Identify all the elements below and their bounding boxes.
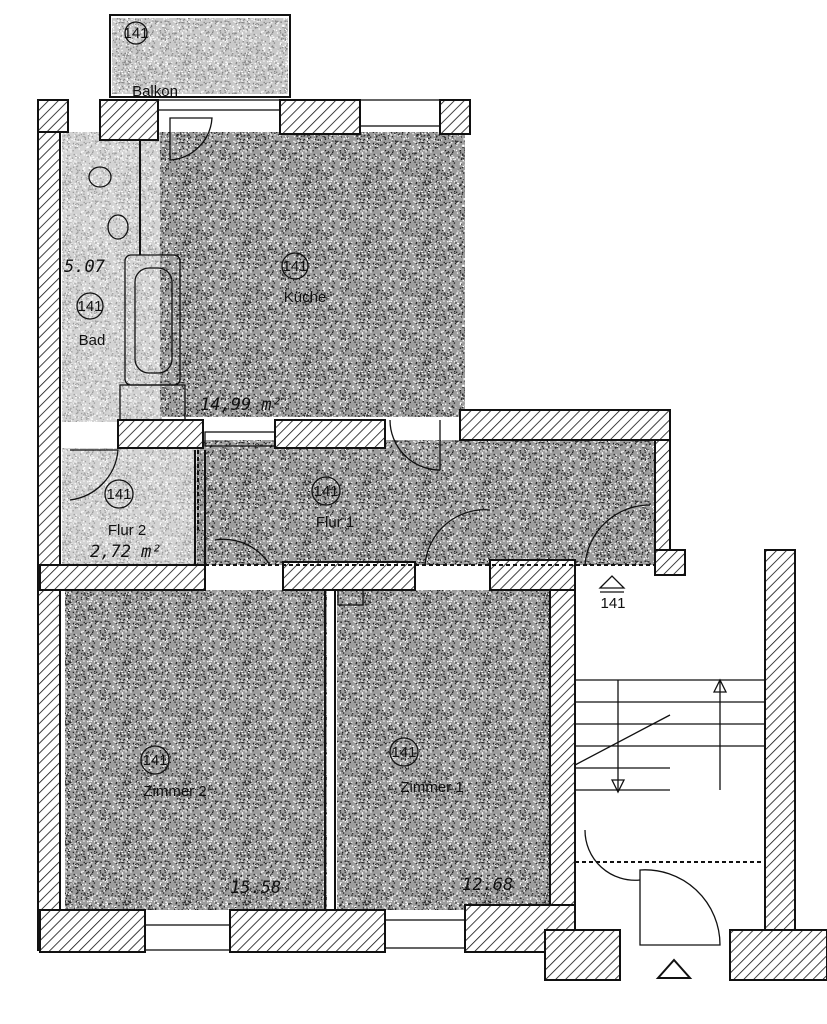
toilet-icon [88,166,112,188]
zimmer1-area: 12.68 [462,875,513,895]
zimmer2-fill [65,590,327,910]
room-labels: 141 Balkon 141 Küche 14,99 m² 141 Bad 5.… [64,21,626,898]
bad-label: Bad [79,332,106,349]
kueche-number: 141 [282,258,307,275]
walls [37,99,827,981]
zimmer2-label: Zimmer 2 [143,783,206,800]
flur2-area: 2,72 m² [90,542,162,562]
entrance-arrow-icon [598,575,626,589]
flur1-label: Flur 1 [316,514,354,531]
kueche-area: 14,99 m² [200,395,282,415]
flur1-fill [197,440,660,565]
entrance-marker: 141 [600,595,625,612]
zimmer2-number: 141 [142,752,167,769]
bad-fill [62,132,162,422]
zimmer1-fill [337,590,550,910]
zimmer1-number: 141 [391,744,416,761]
zimmer2-area: 15.58 [230,878,281,898]
staircase [574,678,765,979]
bad-area: 5.07 [64,257,106,277]
balkon-outline [109,14,291,98]
flur2-label: Flur 2 [108,522,146,539]
kueche-label: Küche [284,289,327,306]
flur2-fill [62,448,197,565]
balkon-fill [112,18,288,94]
balkon-label: Balkon [132,83,178,100]
doors [69,117,721,946]
room-fills [62,18,660,910]
bad-number: 141 [77,298,102,315]
windows [119,99,765,951]
entrance-triangle-icon [655,958,693,979]
bathroom-fixtures [88,140,181,386]
zimmer1-label: Zimmer 1 [400,779,463,796]
flur2-number: 141 [106,486,131,503]
balkon-number: 141 [123,25,148,42]
flur1-number: 141 [313,483,338,500]
kueche-fill [160,132,465,417]
sink-icon [107,214,129,240]
